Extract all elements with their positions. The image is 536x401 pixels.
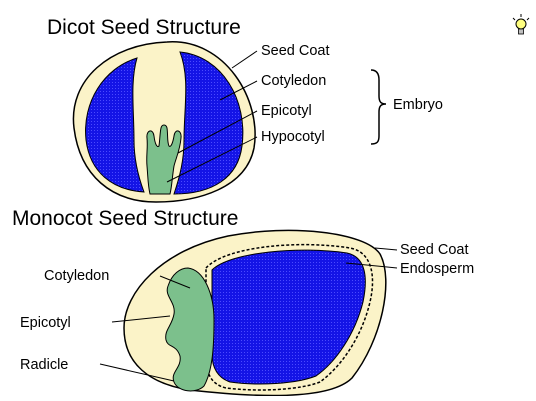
dicot-label-epicotyl: Epicotyl bbox=[261, 103, 312, 119]
dicot-label-embryo: Embryo bbox=[393, 97, 443, 113]
monocot-label-radicle: Radicle bbox=[20, 357, 68, 373]
monocot-label-cotyledon: Cotyledon bbox=[44, 268, 109, 284]
monocot-title: Monocot Seed Structure bbox=[12, 207, 238, 230]
leader-seed-coat bbox=[232, 51, 257, 68]
dicot-seed bbox=[73, 42, 255, 202]
lightbulb-icon bbox=[513, 14, 529, 34]
monocot-label-endosperm: Endosperm bbox=[400, 261, 474, 277]
dicot-label-cotyledon: Cotyledon bbox=[261, 73, 326, 89]
leader-m-seed-coat bbox=[375, 248, 397, 250]
dicot-title: Dicot Seed Structure bbox=[47, 16, 241, 39]
monocot-label-seed-coat: Seed Coat bbox=[400, 242, 469, 258]
dicot-label-seed-coat: Seed Coat bbox=[261, 43, 330, 59]
dicot-label-hypocotyl: Hypocotyl bbox=[261, 129, 325, 145]
monocot-seed bbox=[124, 230, 386, 395]
embryo-brace bbox=[371, 70, 386, 144]
monocot-label-epicotyl: Epicotyl bbox=[20, 315, 71, 331]
